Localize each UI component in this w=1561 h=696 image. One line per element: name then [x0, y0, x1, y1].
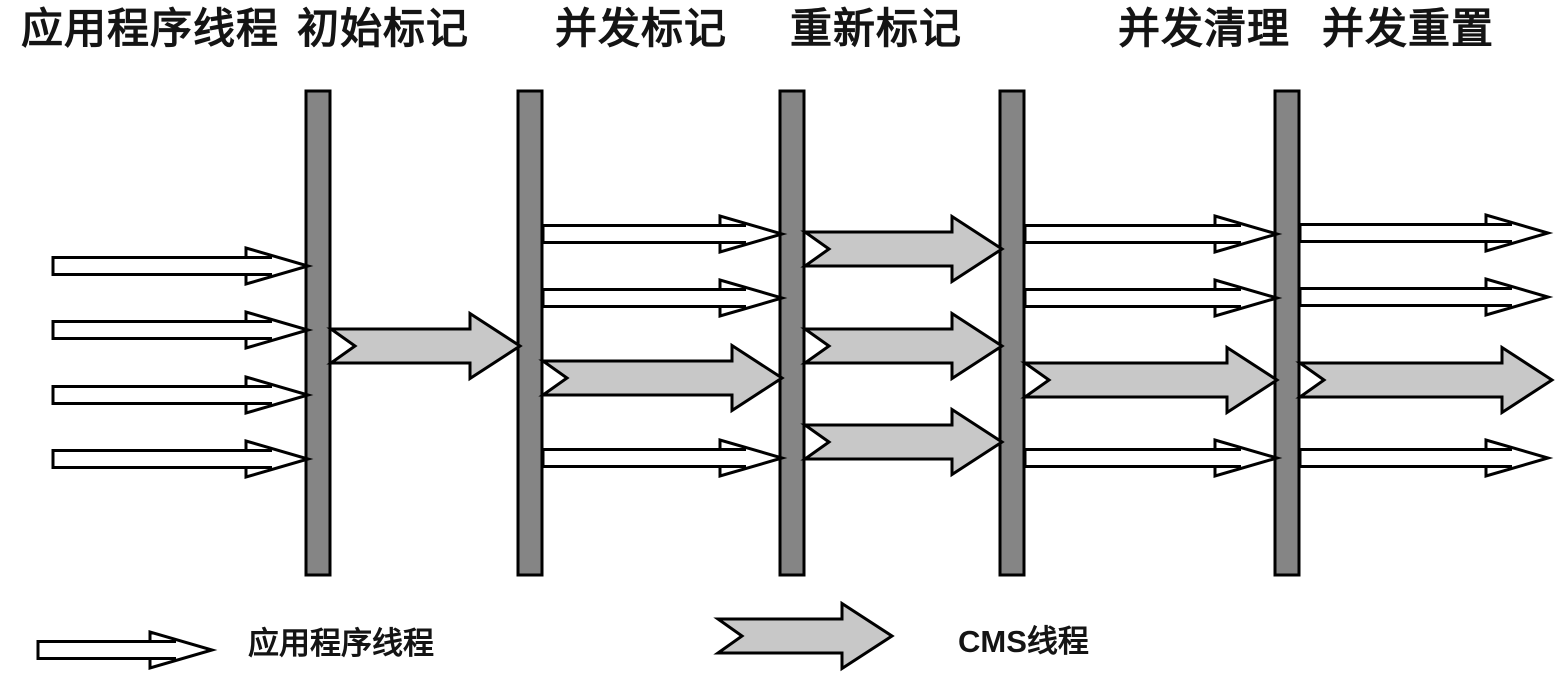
legend-app-threads-label: 应用程序线程 [248, 626, 434, 661]
legend-cms-threads-label: CMS线程 [958, 624, 1089, 659]
app-thread-arrow [1023, 278, 1283, 318]
phase-barrier-bar [778, 89, 806, 577]
cms-thread-arrow [1020, 344, 1280, 416]
app-thread-arrow [1298, 277, 1554, 317]
phase-label-concurrent-sweep: 并发清理 [1117, 5, 1291, 52]
phase-barrier-bar [1273, 89, 1301, 577]
app-thread-arrow [541, 278, 788, 318]
phase-barrier-bar [516, 89, 544, 577]
phase-barrier-bar [304, 89, 332, 577]
app-thread-arrow [51, 246, 314, 286]
app-thread-arrow [51, 310, 314, 350]
app-thread-arrow [36, 630, 218, 670]
phase-label-application-threads: 应用程序线程 [20, 5, 280, 52]
app-thread-arrow [1023, 214, 1283, 254]
phase-label-remark: 重新标记 [789, 5, 963, 52]
cms-thread-arrow [800, 310, 1005, 382]
app-thread-arrow [51, 375, 314, 415]
phase-label-initial-mark: 初始标记 [296, 5, 470, 52]
app-thread-arrow [541, 214, 788, 254]
cms-thread-arrow [800, 213, 1005, 285]
app-thread-arrow [51, 439, 314, 479]
cms-thread-arrow [538, 342, 785, 414]
cms-thread-arrow [1295, 344, 1555, 416]
cms-thread-arrow [713, 600, 895, 672]
app-thread-arrow [1298, 438, 1554, 478]
cms-thread-arrow [800, 406, 1005, 478]
app-thread-arrow [1298, 213, 1554, 253]
app-thread-arrow [541, 438, 788, 478]
app-thread-arrow [1023, 438, 1283, 478]
cms-thread-arrow [326, 310, 523, 382]
phase-barrier-bar [998, 89, 1026, 577]
phase-label-concurrent-reset: 并发重置 [1321, 5, 1495, 52]
phase-label-concurrent-mark: 并发标记 [554, 5, 728, 52]
